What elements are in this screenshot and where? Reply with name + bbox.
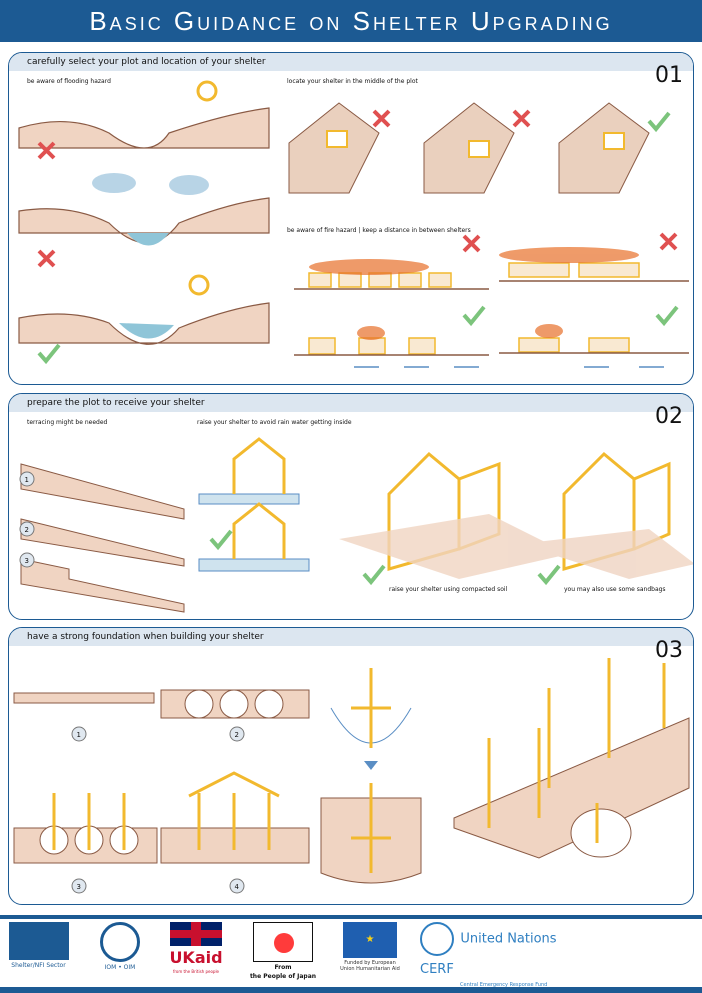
logo-eu: ★ Funded by European Union Humanitarian …	[340, 922, 400, 972]
logo-cerf: United Nations CERF Central Emergency Re…	[420, 922, 570, 988]
step-number: 2	[234, 731, 239, 739]
footer-divider	[0, 915, 702, 919]
step-number: 2	[24, 526, 29, 534]
section-plot-selection: carefully select your plot and location …	[8, 52, 694, 385]
logo-shelter-nfi: Shelter/NFI Sector	[6, 922, 71, 969]
step-number: 3	[76, 883, 81, 891]
logo-japan: From the People of Japan	[242, 922, 324, 980]
flood-fire-illustrations	[18, 80, 689, 368]
section-number: 03	[655, 638, 683, 663]
section-heading: have a strong foundation when building y…	[9, 628, 693, 646]
section-heading: carefully select your plot and location …	[9, 53, 693, 71]
label-terracing: terracing might be needed	[27, 419, 108, 426]
poster-title: Basic Guidance on Shelter Upgrading	[0, 0, 702, 42]
section-heading: prepare the plot to receive your shelter	[9, 394, 693, 412]
foundation-illustrations	[13, 658, 690, 894]
logo-ukaid: UKaid from the British people	[168, 922, 224, 974]
step-number: 3	[24, 557, 29, 565]
step-number: 4	[234, 883, 239, 891]
section-number: 02	[655, 404, 683, 429]
check-icon	[37, 343, 61, 365]
section-number: 01	[655, 63, 683, 88]
preparation-illustrations	[19, 437, 693, 613]
label-fire: be aware of fire hazard | keep a distanc…	[287, 227, 471, 234]
section-foundation: have a strong foundation when building y…	[8, 627, 694, 905]
label-flood: be aware of flooding hazard	[27, 78, 111, 85]
label-raise: raise your shelter to avoid rain water g…	[197, 419, 352, 426]
logo-iom: IOM • OIM	[90, 922, 150, 971]
label-middle: locate your shelter in the middle of the…	[287, 78, 418, 85]
label-sandbags: you may also use some sandbags	[564, 586, 666, 593]
step-number: 1	[76, 731, 81, 739]
step-number: 1	[24, 476, 29, 484]
section-plot-preparation: prepare the plot to receive your shelter…	[8, 393, 694, 620]
footer-bar	[0, 987, 702, 993]
label-soil: raise your shelter using compacted soil	[389, 586, 508, 593]
cross-icon	[37, 141, 56, 268]
